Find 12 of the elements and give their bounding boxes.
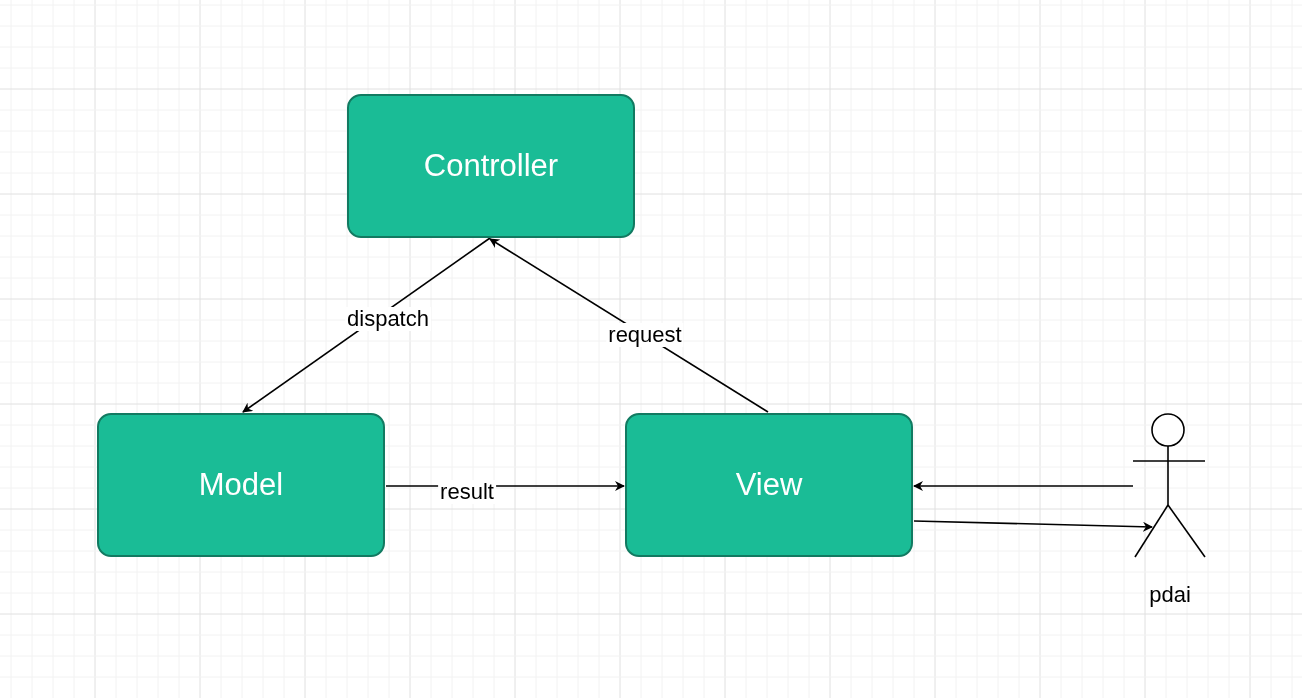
actor-label: pdai bbox=[1148, 582, 1192, 608]
process-box bbox=[347, 94, 635, 238]
arrow bbox=[913, 481, 1134, 491]
arrow bbox=[913, 520, 1153, 532]
process-box bbox=[625, 413, 913, 557]
box-label: Controller bbox=[423, 148, 559, 184]
edge-label: dispatch bbox=[345, 307, 431, 331]
box-label: Model bbox=[198, 467, 284, 503]
edge-label: result bbox=[438, 480, 496, 504]
box-label: View bbox=[735, 467, 803, 503]
edge-label: request bbox=[606, 323, 684, 347]
process-box bbox=[97, 413, 385, 557]
